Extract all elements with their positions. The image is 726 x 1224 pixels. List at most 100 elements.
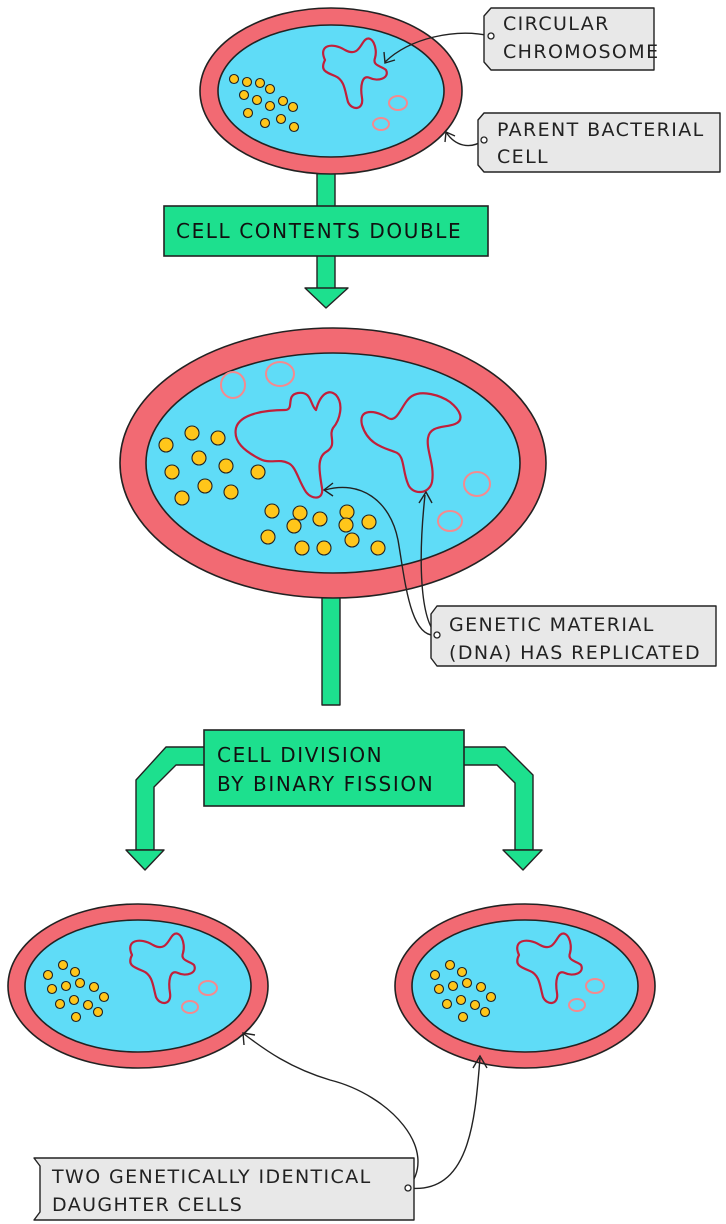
ribosome: [184, 425, 200, 441]
label-text: GENETIC MATERIAL: [449, 614, 655, 636]
ribosome: [441, 998, 453, 1010]
ribosome: [54, 998, 66, 1010]
ribosome: [288, 121, 300, 133]
ribosome: [447, 980, 459, 992]
arrow-head: [125, 849, 165, 871]
label-text: PARENT BACTERIAL: [497, 119, 705, 141]
ribosome: [264, 83, 276, 95]
ribosome: [264, 503, 280, 519]
parent-cell-icon: [199, 7, 463, 175]
label-circular-chromosome: CIRCULAR CHROMOSOME: [483, 7, 658, 71]
ribosome: [292, 505, 308, 521]
label-parent-cell: PARENT BACTERIAL CELL: [477, 112, 721, 173]
ribosome: [174, 490, 190, 506]
plasmid: [265, 361, 295, 387]
label-text: TWO GENETICALLY IDENTICAL: [51, 1166, 372, 1188]
arrow-left-branch: [125, 746, 209, 871]
cytoplasm: [24, 919, 252, 1053]
label-text: (DNA) HAS REPLICATED: [449, 642, 701, 664]
ribosome: [70, 1011, 82, 1023]
leader-daughter-right: [407, 1057, 481, 1190]
label-box: [477, 112, 721, 173]
arrow-step-to-enlarged: [304, 254, 349, 309]
cytoplasm: [217, 24, 445, 158]
circular-chromosome: [129, 932, 196, 1004]
arrow-right-branch: [461, 746, 543, 871]
ribosome: [191, 450, 207, 466]
ribosome: [312, 511, 328, 527]
label-box: [33, 1157, 415, 1221]
ribosome: [82, 999, 94, 1011]
arrow-shaft: [321, 589, 341, 706]
ribosome: [370, 540, 386, 556]
arrow-shaft: [316, 169, 336, 211]
ribosome: [316, 540, 332, 556]
arrow-branch: [461, 746, 534, 851]
plasmid: [220, 371, 246, 399]
leader-circular-chromosome-head: [383, 51, 396, 64]
ribosomes: [42, 959, 110, 1023]
label-pin: [433, 631, 441, 639]
leader-genetic-material-b-head: [418, 490, 433, 504]
ribosome: [98, 991, 110, 1003]
plasmid: [463, 471, 491, 497]
ribosome: [469, 999, 481, 1011]
label-genetic-material: GENETIC MATERIAL (DNA) HAS REPLICATED: [430, 605, 717, 667]
ribosome: [457, 1011, 469, 1023]
ribosome: [92, 1006, 104, 1018]
ribosome: [277, 95, 289, 107]
ribosome: [264, 100, 276, 112]
daughter-cell-icon: [394, 903, 656, 1069]
chromosome-copy-2: [360, 392, 462, 494]
ribosome: [260, 529, 276, 545]
step-binary-fission: CELL DIVISION BY BINARY FISSION: [203, 729, 465, 807]
ribosome: [69, 966, 81, 978]
ribosome: [294, 540, 310, 556]
step-box: [163, 205, 489, 257]
ribosome: [275, 113, 287, 125]
enlarged-cell-icon: [119, 327, 547, 599]
ribosome: [433, 983, 445, 995]
step-label: CELL CONTENTS DOUBLE: [176, 219, 462, 243]
cytoplasm: [411, 919, 639, 1053]
plasmid: [198, 980, 218, 996]
label-text: CELL: [497, 146, 549, 168]
label-text: DAUGHTER CELLS: [52, 1194, 243, 1216]
leader-genetic-material-a: [324, 486, 438, 636]
ribosome: [158, 437, 174, 453]
leader-daughter-right-head: [472, 1054, 488, 1069]
ribosome: [88, 981, 100, 993]
ribosome: [339, 504, 355, 520]
label-pin: [487, 32, 495, 40]
plasmid: [388, 95, 408, 111]
chromosome-copy-1: [234, 391, 342, 499]
plasmid: [181, 1000, 199, 1014]
circular-chromosome: [321, 37, 388, 109]
ribosomes: [429, 959, 497, 1023]
ribosome: [286, 518, 302, 534]
label-pin: [404, 1184, 412, 1192]
ribosome: [338, 517, 354, 533]
leader-circular-chromosome: [384, 32, 492, 63]
arrow-branch: [135, 746, 209, 851]
ribosome: [57, 959, 69, 971]
ribosome: [456, 966, 468, 978]
plasmid: [585, 978, 605, 994]
ribosome: [228, 73, 240, 85]
arrow-shaft: [316, 254, 336, 291]
ribosome: [254, 77, 266, 89]
label-pin: [480, 136, 488, 144]
daughter-cell-icon: [7, 903, 269, 1069]
cytoplasm: [145, 352, 521, 574]
leader-lines: [242, 32, 492, 1190]
ribosome: [361, 514, 377, 530]
ribosome: [485, 991, 497, 1003]
label-box: [430, 605, 717, 667]
ribosomes: [228, 73, 300, 133]
ribosome: [74, 977, 86, 989]
arrow-head: [304, 287, 349, 309]
ribosome: [46, 983, 58, 995]
leader-daughter-left: [243, 1033, 419, 1189]
plasmid: [372, 117, 390, 131]
